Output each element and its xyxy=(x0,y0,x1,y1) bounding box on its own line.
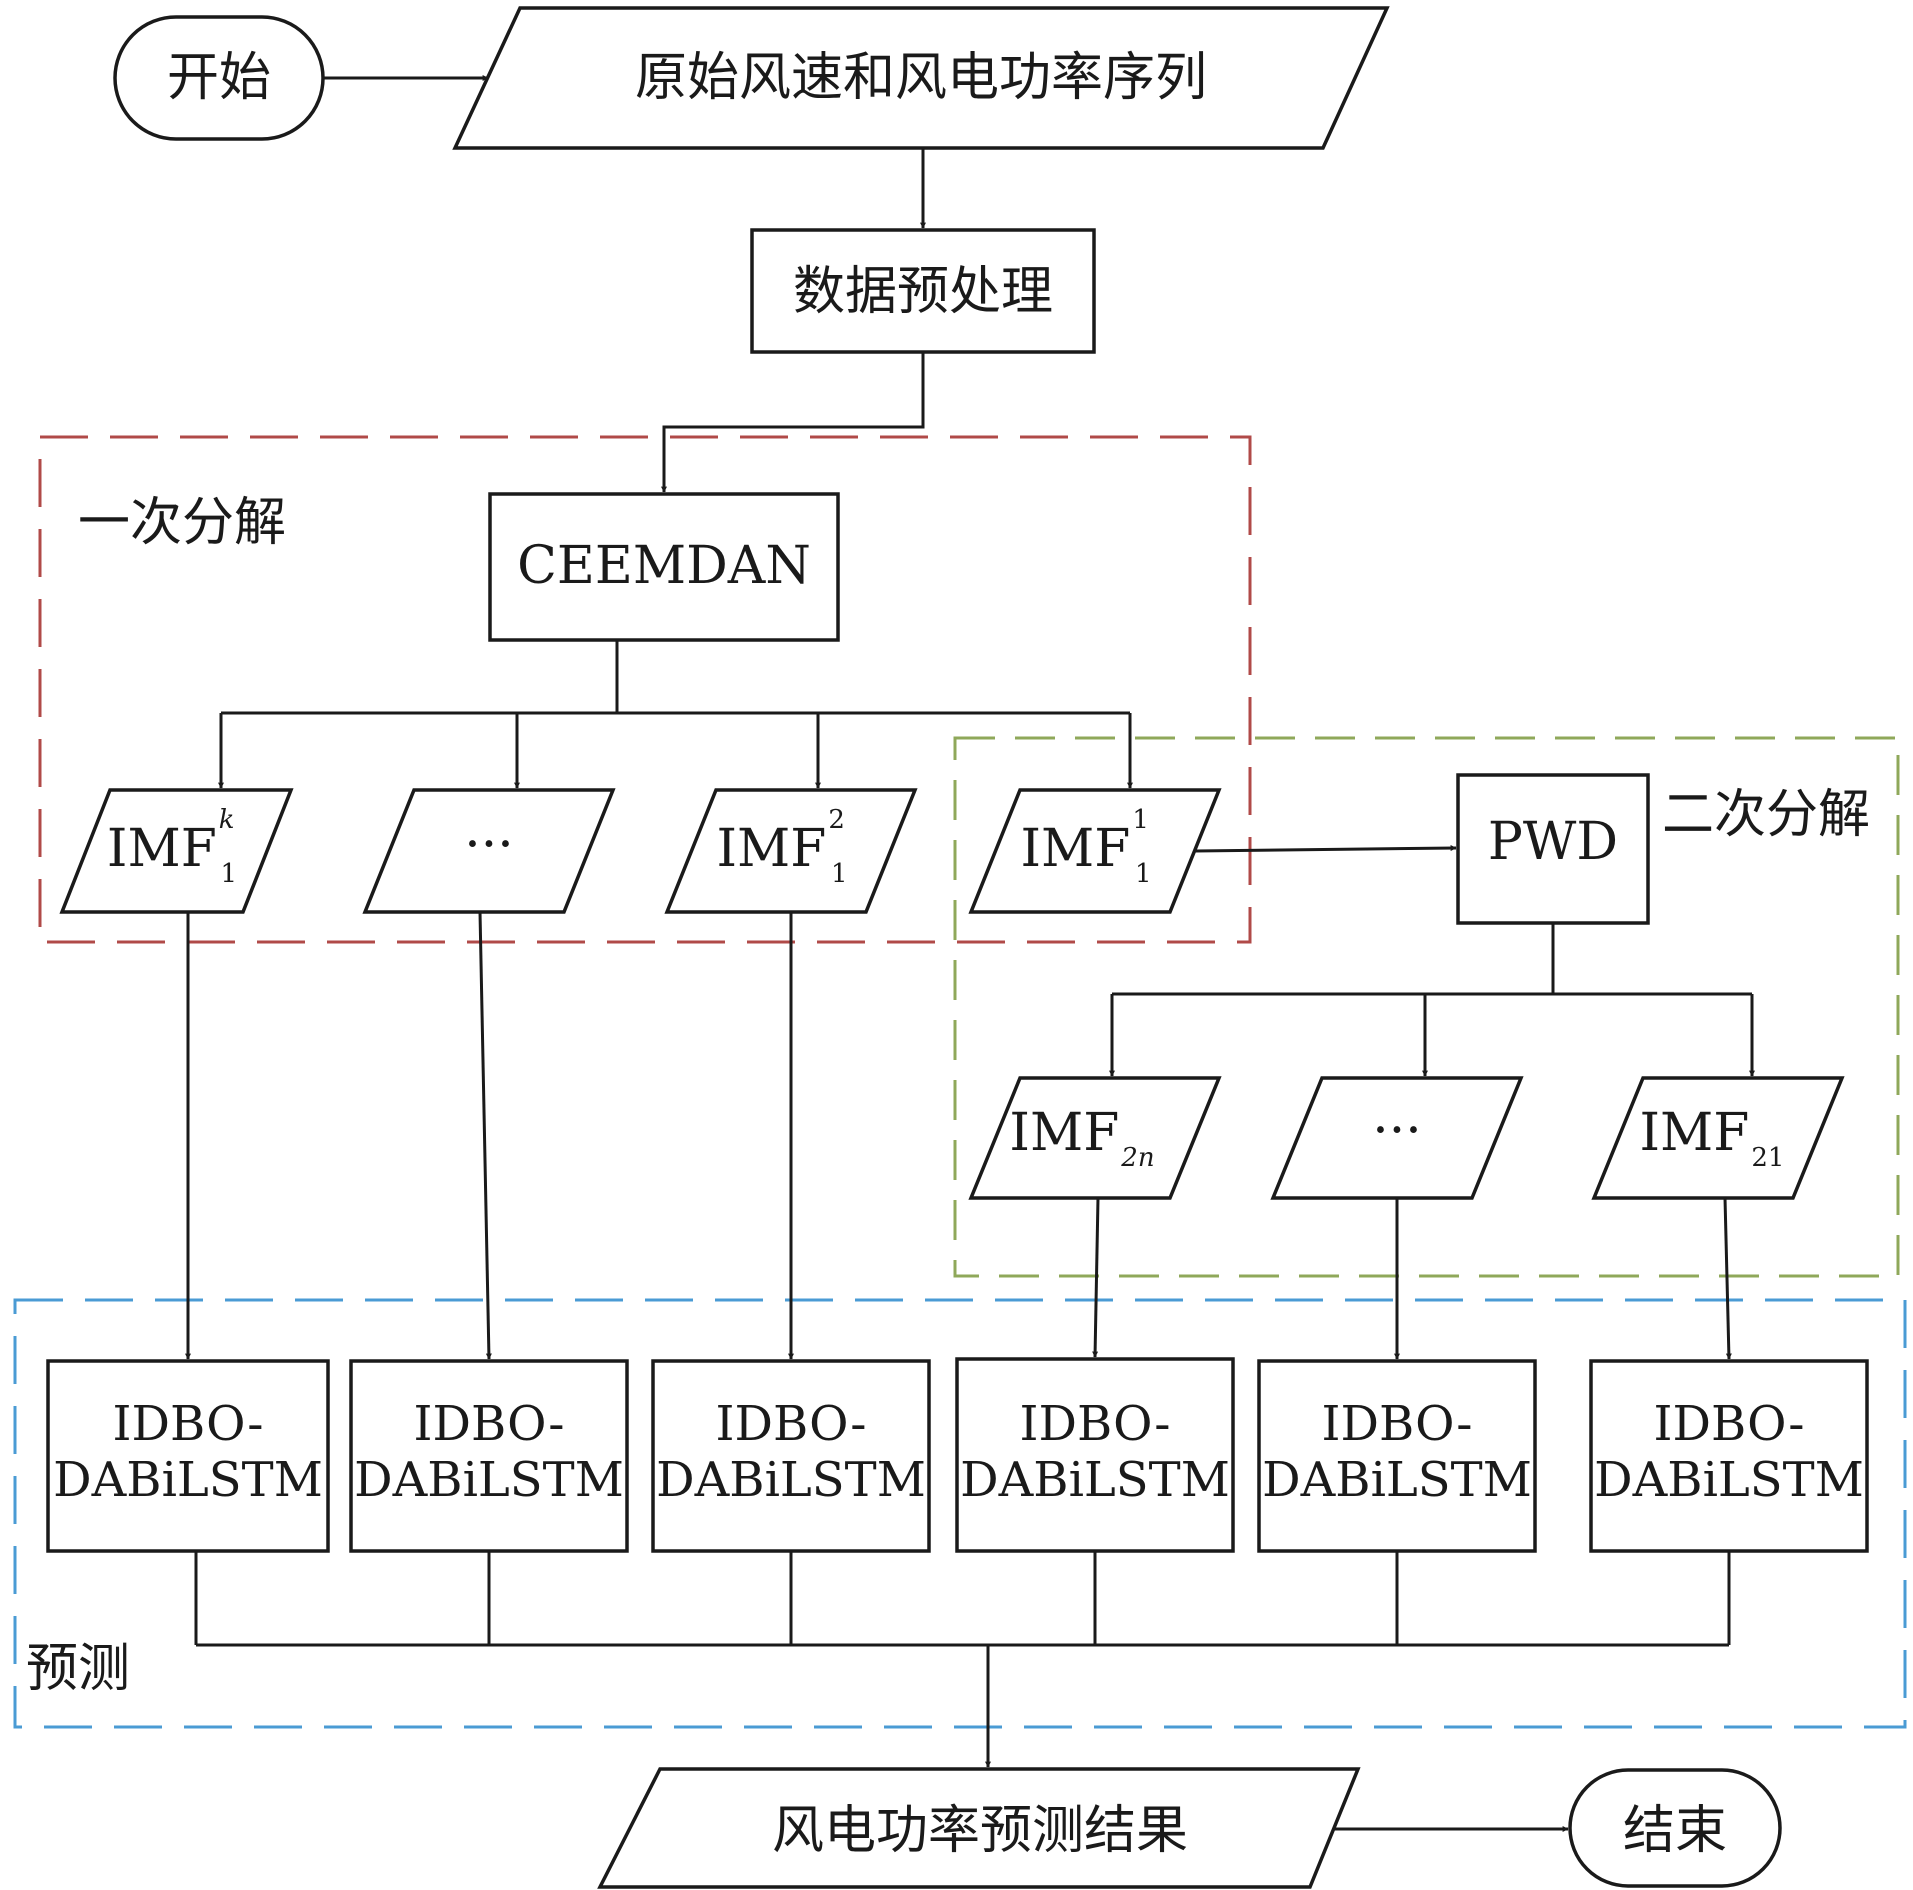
model-box-5 xyxy=(1257,1359,1537,1553)
imf2-21-node xyxy=(1591,1076,1845,1200)
model-box-4-label: IDBO-DABiLSTM xyxy=(960,1396,1230,1508)
end-label: 结束 xyxy=(1623,1801,1727,1861)
model-box-4 xyxy=(955,1357,1235,1553)
preprocess-label: 数据预处理 xyxy=(793,262,1053,322)
imf2-2n-node xyxy=(968,1076,1222,1200)
model-box-1-label: IDBO-DABiLSTM xyxy=(53,1396,323,1508)
arrow-imf2-2n-to-model-4 xyxy=(1092,1197,1100,1358)
input-data-label: 原始风速和风电功率序列 xyxy=(635,48,1207,108)
arrow-imf2-21-to-model-6 xyxy=(1723,1197,1732,1360)
imf2-21-label: IMF21 xyxy=(1640,1103,1785,1173)
group-predict-box xyxy=(13,1298,1907,1729)
group-primary-label: 一次分解 xyxy=(78,493,286,553)
arrow-imf1-ellipsis-to-model-2 xyxy=(478,911,492,1360)
input-data-node xyxy=(452,6,1390,150)
group-predict-label: 预测 xyxy=(26,1639,130,1699)
arrow-preprocess-to-ceemdan xyxy=(661,352,925,493)
start-label: 开始 xyxy=(167,48,271,108)
imf1-k-node xyxy=(59,788,294,914)
imf2-ellipsis-label: ··· xyxy=(1372,1101,1422,1161)
ceemdan-node xyxy=(488,492,840,642)
model-box-5-label: IDBO-DABiLSTM xyxy=(1262,1396,1532,1508)
pwd-node xyxy=(1456,773,1650,925)
model-box-3 xyxy=(651,1359,931,1553)
imf1-ellipsis-label: ··· xyxy=(464,815,514,875)
ceemdan-label: CEEMDAN xyxy=(517,536,811,596)
imf2-2n-label: IMF2n xyxy=(1009,1103,1154,1173)
model-box-2 xyxy=(349,1359,629,1553)
imf1-1-node xyxy=(968,788,1222,914)
output-label: 风电功率预测结果 xyxy=(772,1801,1188,1861)
imf1-ellipsis-node xyxy=(362,788,616,914)
arrow-imf1-1-to-pwd xyxy=(1194,845,1457,853)
group-primary-box xyxy=(38,435,1252,944)
pwd-label: PWD xyxy=(1488,812,1618,872)
model-box-6 xyxy=(1589,1359,1869,1553)
preprocess-node xyxy=(750,228,1096,354)
imf1-2-node xyxy=(664,788,918,914)
group-secondary-box xyxy=(953,736,1900,1278)
model-box-2-label: IDBO-DABiLSTM xyxy=(354,1396,624,1508)
model-box-1 xyxy=(46,1359,330,1553)
imf2-ellipsis-node xyxy=(1270,1076,1524,1200)
group-secondary-label: 二次分解 xyxy=(1662,785,1870,845)
model-box-3-label: IDBO-DABiLSTM xyxy=(656,1396,926,1508)
end-node xyxy=(1568,1768,1782,1888)
model-box-6-label: IDBO-DABiLSTM xyxy=(1594,1396,1864,1508)
output-node xyxy=(597,1767,1361,1889)
